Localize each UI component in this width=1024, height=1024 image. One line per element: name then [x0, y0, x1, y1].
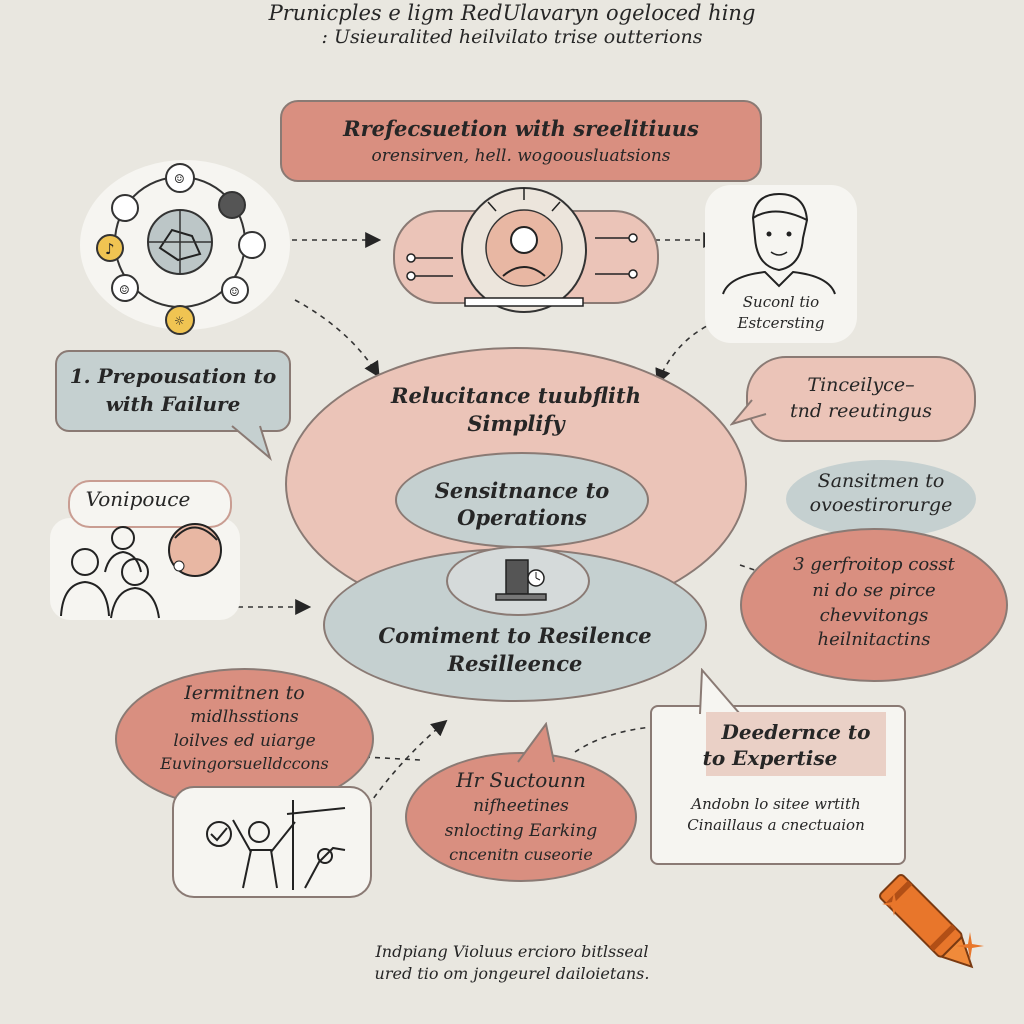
- top-banner-heading: Rrefecsuetion with sreelitiuus: [343, 116, 699, 141]
- simplify-line2: Simplify: [467, 411, 565, 436]
- deference-heading-line2: to Expertise: [702, 746, 838, 770]
- arrow-network-to-circle: [294, 299, 380, 378]
- svg-text:☺: ☺: [174, 172, 185, 186]
- bottom-center-line4: cncenitn cuseorie: [449, 845, 593, 864]
- preoccupation-bubble: 1. Prepousation to with Failure: [55, 350, 291, 432]
- line-left-to-center: [364, 756, 421, 761]
- people-group-label: Vonipouce: [85, 487, 191, 511]
- bottom-left-line3: loilves ed uiarge: [173, 731, 316, 751]
- svg-text:☺: ☺: [229, 285, 240, 299]
- simplify-line1: Relucitance tuubflith: [391, 383, 641, 408]
- resilience-ellipse: Comiment to Resilence Resilleence: [323, 548, 707, 702]
- people-group-icon: [60, 523, 222, 619]
- deference-heading-box: [706, 712, 886, 776]
- preoccupation-line1: 1. Prepousation to: [69, 364, 277, 388]
- right-circle-line4: heilnitactins: [817, 629, 931, 650]
- sparkle-icon: [882, 892, 906, 916]
- right-commitment-circle: 3 gerfroitop cosst ni do se pirce chevvi…: [740, 528, 1008, 682]
- network-wheel-icon: ♪ ☺ ☼ ☺ ☺: [96, 163, 266, 335]
- bottom-center-line3: snlocting Earking: [444, 821, 598, 841]
- bottom-left-line1: Iermitnen to: [184, 682, 305, 704]
- right-sensitivity-line1: Sansitmen to: [817, 470, 945, 492]
- deference-card-tail: [699, 668, 741, 715]
- sensitivity-line1: Sensitnance to: [434, 478, 610, 503]
- svg-text:☼: ☼: [174, 314, 185, 328]
- arrow-whiteboard-up: [367, 719, 448, 807]
- teacher-icon: [406, 187, 638, 313]
- right-top-line1: Tinceilyce–: [807, 374, 915, 396]
- preoccupation-line2: with Failure: [105, 392, 241, 416]
- laptop-icon: [495, 559, 547, 601]
- right-top-line2: tnd reeutingus: [790, 400, 932, 422]
- right-circle-line1: 3 gerfroitop cosst: [793, 554, 955, 575]
- right-sensitivity-ellipse: Sansitmen to ovoestirorurge: [786, 460, 976, 538]
- bottom-center-bubble: Hr Suctounn nifheetines snlocting Earkin…: [405, 752, 637, 882]
- arrow-person-to-circle: [655, 321, 716, 385]
- bottom-center-line2: nifheetines: [473, 796, 569, 816]
- preoccupation-bubble-tail: [231, 425, 272, 461]
- footer-line2: ured tio om jongeurel dailoietans.: [374, 964, 650, 983]
- footer-line1: Indpiang Violuus ercioro bitlsseal: [375, 942, 649, 961]
- bottom-left-line2: midlhsstions: [190, 707, 299, 727]
- sensitivity-ellipse: Sensitnance to Operations: [395, 452, 649, 548]
- bottom-center-bubble-tail: [517, 722, 555, 763]
- resilience-line2: Resilleence: [447, 651, 583, 676]
- sparkle-icon: [956, 932, 984, 960]
- whiteboard-presentation-icon: [206, 800, 346, 890]
- resilience-line1: Comiment to Resilence: [378, 623, 652, 648]
- crayon-icon: [879, 874, 974, 969]
- sensitivity-line2: Operations: [457, 505, 587, 530]
- person-card-line2: Estcersting: [737, 314, 825, 332]
- svg-text:♪: ♪: [105, 240, 115, 258]
- whiteboard-card: [172, 786, 372, 898]
- deference-heading-line1: Deedernce to: [721, 720, 871, 744]
- deference-body-line2: Cinaillaus a cnectuaion: [687, 816, 865, 834]
- right-circle-line2: ni do se pirce: [812, 580, 936, 601]
- right-circle-line3: chevvitongs: [819, 605, 929, 626]
- bottom-center-line1: Hr Suctounn: [456, 768, 586, 792]
- bottom-left-line4: Euvingorsuelldccons: [160, 754, 329, 773]
- man-portrait-icon: [722, 192, 836, 295]
- right-top-bubble: Tinceilyce– tnd reeutingus: [746, 356, 976, 442]
- top-banner: Rrefecsuetion with sreelitiuus orensirve…: [280, 100, 762, 182]
- people-group-label-bubble: [68, 480, 232, 528]
- svg-text:☺: ☺: [119, 283, 130, 297]
- page-subtitle: : Usieuralited heilvilato trise outterio…: [321, 26, 703, 48]
- top-banner-subheading: orensirven, hell. wogoousluatsions: [371, 146, 671, 166]
- right-sensitivity-line2: ovoestirorurge: [809, 494, 953, 516]
- page-title: Prunicples e ligm RedUlavaryn ogeloced h…: [268, 1, 756, 25]
- right-top-bubble-tail: [730, 399, 767, 426]
- person-card-line1: Suconl tio: [742, 293, 820, 311]
- deference-body-line1: Andobn lo sitee wrtith: [691, 795, 861, 813]
